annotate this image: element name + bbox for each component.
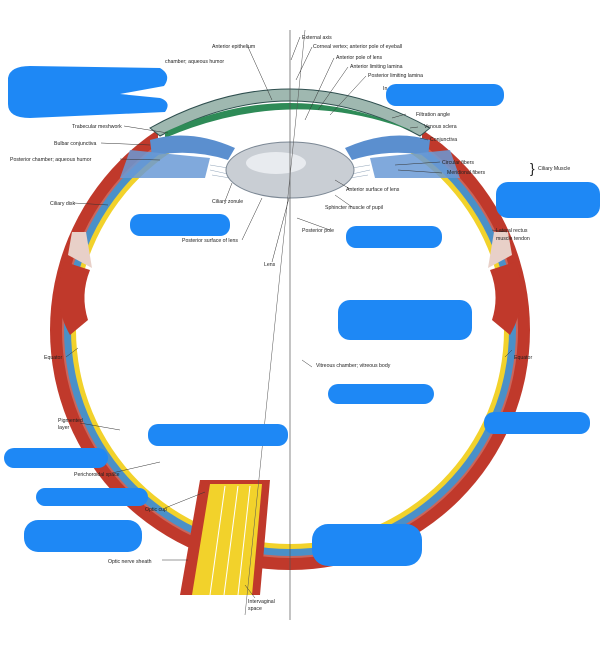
- label-external-axis: External axis: [302, 35, 332, 41]
- iris-right: [345, 135, 430, 160]
- label-meridional-fibers: Meridional fibers: [447, 170, 485, 176]
- optic-axis-line: [244, 29, 306, 616]
- label-bulbar-conjunctiva: Bulbar conjunctiva: [54, 141, 97, 147]
- leader-lines: [65, 36, 513, 599]
- label-intervaginal-space-2: space: [248, 606, 262, 612]
- label-circular-fibers: Circular fibers: [442, 160, 474, 166]
- ciliary-body-right: [370, 150, 460, 178]
- label-conjunctiva: Conjunctiva: [430, 137, 457, 143]
- ciliary-body-left: [120, 150, 210, 178]
- label-posterior-pole: Posterior pole: [302, 228, 334, 234]
- mask-posterior-pole: [346, 226, 442, 248]
- optic-nerve-fibers: [192, 484, 262, 595]
- ciliary-zonule-fibers: [209, 164, 371, 179]
- muscle-right-tendon: [488, 232, 512, 268]
- muscle-left: [58, 262, 90, 335]
- label-pigmented-layer-1: Pigmented: [58, 418, 83, 424]
- mask-top-right: [386, 84, 504, 106]
- label-ciliary-disk: Ciliary disk: [50, 201, 75, 207]
- ciliary-muscle-brace: }: [530, 160, 535, 176]
- label-anterior-limiting-lamina: Anterior limiting lamina: [350, 64, 403, 70]
- optic-nerve-septa: [209, 485, 251, 596]
- label-lateral-rectus-2: muscle tendon: [496, 236, 530, 242]
- cornea: [149, 88, 431, 137]
- mask-vitreous-upper: [338, 300, 472, 340]
- blue-redaction-masks: [4, 66, 600, 566]
- label-ciliary-muscle: Ciliary Muscle: [538, 166, 570, 172]
- label-sphincter-pupil: Sphincter muscle of pupil: [325, 205, 383, 211]
- muscle-left-tendon: [68, 232, 92, 268]
- label-anterior-pole-lens: Anterior pole of lens: [336, 55, 383, 61]
- mask-center-lower: [148, 424, 288, 446]
- label-trabecular-meshwork: Trabecular meshwork: [72, 124, 122, 130]
- muscle-right: [490, 262, 522, 335]
- label-posterior-limiting-lamina: Posterior limiting lamina: [368, 73, 423, 79]
- label-intervaginal-space-1: Intervaginal: [248, 599, 275, 605]
- mask-left-bottom: [24, 520, 142, 552]
- label-iris-fragment: In: [383, 86, 387, 92]
- cornea-endothelium: [165, 103, 415, 138]
- label-optic-cup: Optic cup: [145, 507, 167, 513]
- label-optic-nerve-sheath: Optic nerve sheath: [108, 559, 152, 565]
- label-vitreous-chamber: Vitreous chamber; vitreous body: [316, 363, 391, 369]
- label-venous-sclera: Venous sclera: [424, 124, 457, 130]
- label-equator-right: Equator: [514, 355, 532, 361]
- label-posterior-chamber: Posterior chamber; aqueous humor: [10, 157, 92, 163]
- label-corneal-vertex: Corneal vertex; anterior pole of eyeball: [313, 44, 402, 50]
- mask-center-bottom: [312, 524, 422, 566]
- label-anterior-chamber: chamber; aqueous humor: [165, 59, 224, 65]
- mask-right-ciliary: [496, 182, 600, 218]
- mask-right-equator: [484, 412, 590, 434]
- label-filtration-angle: Filtration angle: [416, 112, 450, 118]
- label-perichoroidal-space: Perichoroidal space: [74, 472, 120, 478]
- mask-top-left: [8, 66, 168, 118]
- mask-left-lower-2: [36, 488, 148, 506]
- mask-left-lower-1: [4, 448, 108, 468]
- label-lens: Lens: [264, 262, 276, 268]
- lens-highlight: [246, 152, 306, 174]
- label-equator-left: Equator: [44, 355, 62, 361]
- iris-left: [150, 135, 235, 160]
- label-posterior-surface-lens: Posterior surface of lens: [182, 238, 238, 244]
- label-anterior-surface-lens: Anterior surface of lens: [346, 187, 400, 193]
- label-anterior-epithelium: Anterior epithelium: [212, 44, 255, 50]
- mask-left-ciliary: [130, 214, 230, 236]
- mask-vitreous-lower: [328, 384, 434, 404]
- label-ciliary-zonule: Ciliary zonule: [212, 199, 243, 205]
- label-pigmented-layer-2: layer: [58, 425, 70, 431]
- label-lateral-rectus-1: Lateral rectus: [496, 228, 528, 234]
